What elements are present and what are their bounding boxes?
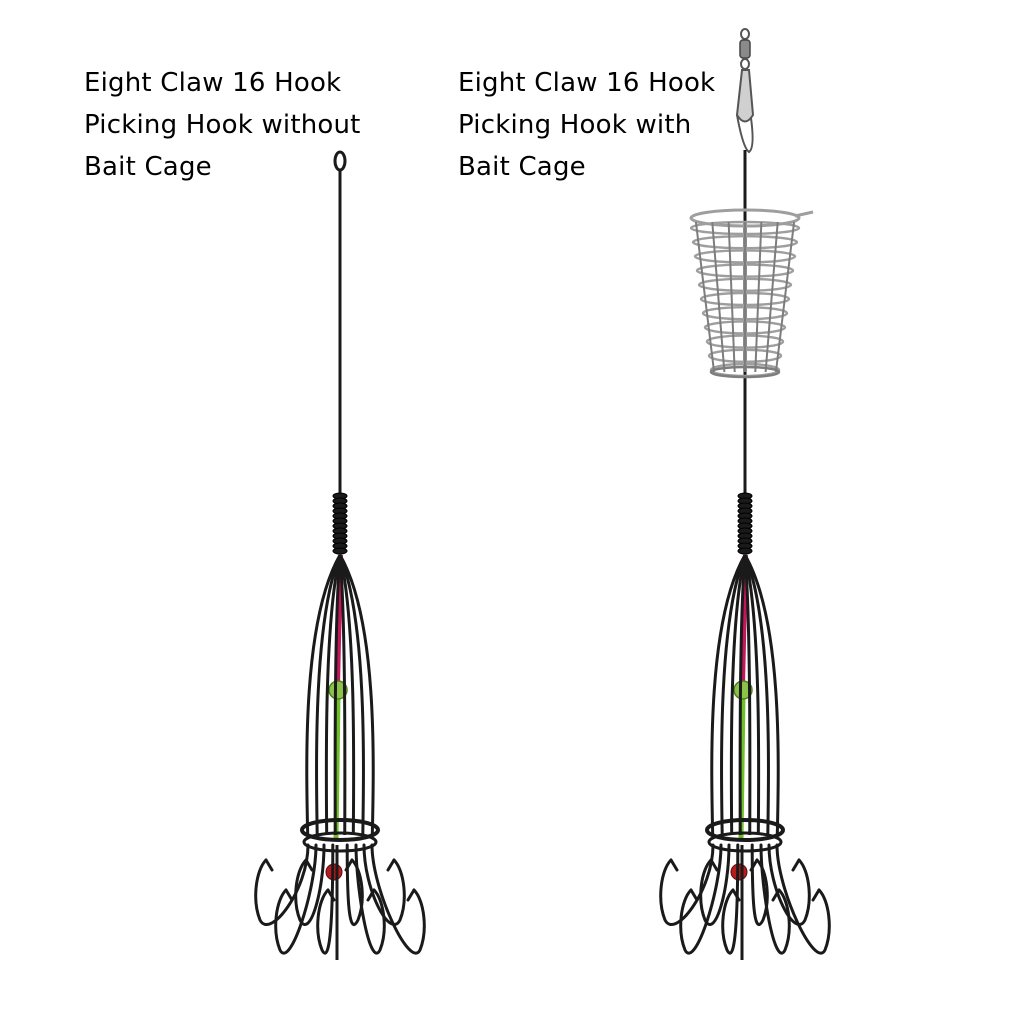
caption-line: Picking Hook without: [84, 110, 361, 140]
green-bead-icon: [733, 680, 753, 700]
bait-cage-icon: [689, 208, 814, 379]
claw-arms: [710, 554, 780, 836]
snap-clip-icon: [735, 69, 755, 154]
hook-without-cage: [254, 150, 426, 960]
hook-claws: [254, 843, 426, 955]
ring-band: [302, 831, 378, 853]
ring-band: [300, 818, 380, 842]
hook-claws: [659, 843, 831, 955]
caption-line: Picking Hook with: [458, 110, 692, 140]
swivel-icon: [739, 28, 751, 70]
caption-without-cage: Eight Claw 16 Hook Picking Hook without …: [84, 62, 361, 188]
ring-band: [707, 831, 783, 853]
hook-with-cage: [659, 28, 831, 960]
eyelet-icon: [333, 150, 347, 172]
caption-line: Eight Claw 16 Hook: [84, 68, 342, 98]
caption-with-cage: Eight Claw 16 Hook Picking Hook with Bai…: [458, 62, 715, 188]
caption-line: Bait Cage: [84, 152, 212, 182]
claw-arms: [305, 554, 375, 836]
ring-band: [705, 818, 785, 842]
caption-line: Bait Cage: [458, 152, 586, 182]
caption-line: Eight Claw 16 Hook: [458, 68, 716, 98]
binding-coil: [737, 492, 753, 555]
green-bead-icon: [328, 680, 348, 700]
binding-coil: [332, 492, 348, 555]
